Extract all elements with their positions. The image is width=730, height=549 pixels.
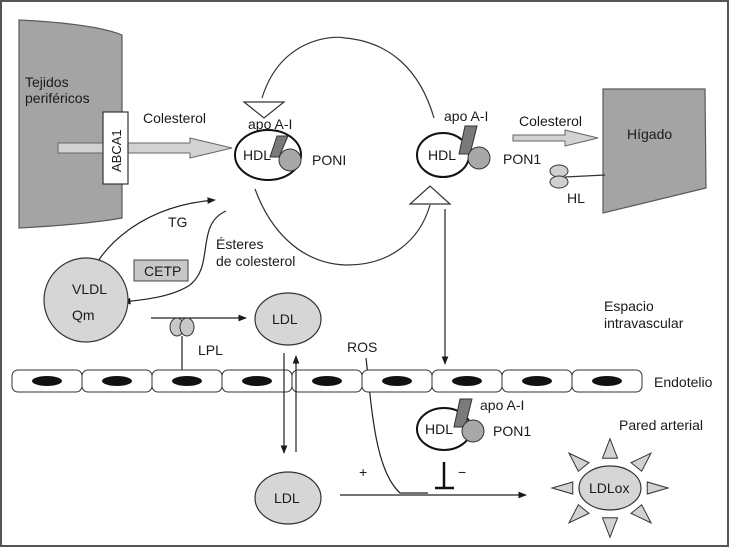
endothelium-label: Endotelio xyxy=(654,374,713,390)
cholesteryl-ester-arrow xyxy=(122,210,227,305)
intravascular-label-1: Espacio xyxy=(604,298,654,314)
ldlox-label: LDLox xyxy=(589,480,629,496)
ldlox-particle xyxy=(578,465,642,511)
tg-label: TG xyxy=(168,214,187,230)
ros-label: ROS xyxy=(347,339,377,355)
vldl-label: VLDL xyxy=(72,281,107,297)
pon1-right xyxy=(467,146,491,170)
ldlox-ray xyxy=(567,504,590,524)
hl-tether xyxy=(564,174,606,178)
endothelial-nucleus xyxy=(102,376,132,386)
pon1-wall xyxy=(461,419,485,443)
endothelial-nucleus xyxy=(172,376,202,386)
cholesterol-label-right: Colesterol xyxy=(519,113,582,129)
pon1-label-wall: PON1 xyxy=(493,423,531,439)
ldl-label-wall: LDL xyxy=(274,490,300,506)
ldl-particle-plasma xyxy=(254,292,322,346)
hdl-label-right: HDL xyxy=(428,147,456,163)
ldlox-rays xyxy=(550,437,670,539)
pon1-label-left: PONI xyxy=(312,152,346,168)
endothelial-nucleus xyxy=(452,376,482,386)
intravascular-label-2: intravascular xyxy=(604,315,684,331)
endothelium-layer xyxy=(11,369,643,393)
hdl-cycle-arc-top xyxy=(261,36,435,119)
cholesterol-efflux-arrow xyxy=(57,137,233,159)
ldlox-ray xyxy=(567,452,590,472)
hdl-label-wall: HDL xyxy=(425,421,453,437)
apo-ai-label-left: apo A-I xyxy=(248,116,292,132)
qm-label: Qm xyxy=(72,307,95,323)
ldl-label-plasma: LDL xyxy=(272,311,298,327)
ldlox-ray xyxy=(630,504,653,524)
endothelial-nucleus xyxy=(242,376,272,386)
endothelial-nucleus xyxy=(382,376,412,386)
ldlox-ray xyxy=(601,517,619,539)
ldl-particle-wall xyxy=(254,471,322,525)
esters-label-2: de colesterol xyxy=(216,253,295,269)
cycle-arrowhead-bottom xyxy=(408,185,452,205)
endothelial-nucleus xyxy=(312,376,342,386)
lpl-enzyme-right xyxy=(179,317,195,337)
ldlox-ray xyxy=(550,481,574,495)
pon1-left xyxy=(278,148,302,172)
liver-shape xyxy=(602,88,707,214)
cholesterol-uptake-arrow xyxy=(512,129,599,147)
minus-sign: − xyxy=(458,464,466,480)
abca1-transporter xyxy=(102,111,129,185)
apo-ai-label-right: apo A-I xyxy=(444,108,488,124)
hdl-label-left: HDL xyxy=(243,147,271,163)
ldlox-ray xyxy=(630,452,653,472)
endothelial-nucleus xyxy=(592,376,622,386)
peripheral-tissue-shape xyxy=(18,19,123,229)
plus-sign: + xyxy=(359,464,367,480)
hepatic-lipase-bottom xyxy=(549,175,569,189)
hepatic-lipase-top xyxy=(549,164,569,178)
arterial-wall-label: Pared arterial xyxy=(619,417,703,433)
ldlox-ray xyxy=(601,437,619,459)
cetp-box xyxy=(133,259,189,282)
apo-ai-label-wall: apo A-I xyxy=(480,397,524,413)
esters-label-1: Ésteres xyxy=(216,236,263,252)
liver-label: Hígado xyxy=(627,126,672,142)
abca1-label: ABCA1 xyxy=(109,129,124,172)
vldl-qm-particle xyxy=(43,257,129,343)
cycle-arrowhead-top xyxy=(242,101,286,119)
hl-label: HL xyxy=(567,190,585,206)
hdl-cycle-arc-bottom xyxy=(254,188,431,266)
peripheral-tissue-label-2: periféricos xyxy=(25,90,90,106)
peripheral-tissue-label-1: Tejidos xyxy=(25,74,69,90)
ldlox-ray xyxy=(646,481,670,495)
endothelial-nucleus xyxy=(522,376,552,386)
cetp-label: CETP xyxy=(144,263,181,279)
endothelial-nucleus xyxy=(32,376,62,386)
cholesterol-label-left: Colesterol xyxy=(143,110,206,126)
lpl-label: LPL xyxy=(198,342,223,358)
pon1-label-right: PON1 xyxy=(503,151,541,167)
